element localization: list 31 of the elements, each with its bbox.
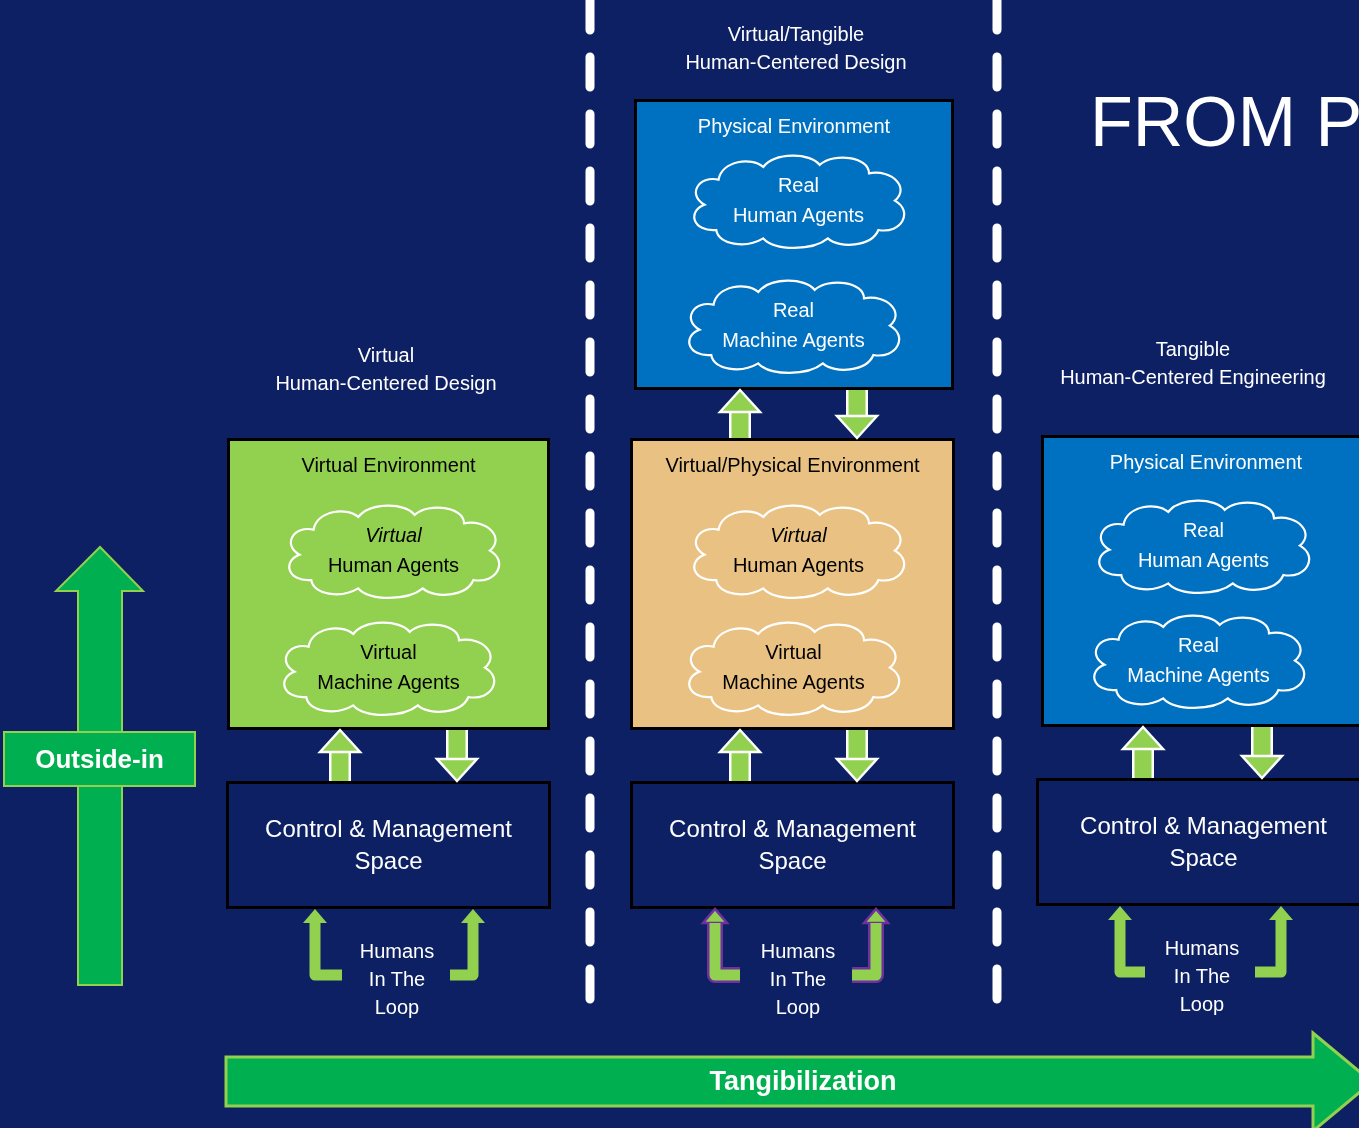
caption-text: Humans In The Loop xyxy=(760,939,836,1020)
caption-text: Humans In The Loop xyxy=(1164,936,1240,1017)
caption-text: Humans In The Loop xyxy=(359,939,435,1020)
box-label: Control & Management Space xyxy=(669,814,916,876)
panel-heading: Virtual/Physical Environment xyxy=(665,454,920,477)
cloud-label: Real Machine Agents xyxy=(1127,633,1270,688)
cloud-label: Virtual Machine Agents xyxy=(722,640,865,695)
environment-panel xyxy=(634,99,954,390)
box-label: Control & Management Space xyxy=(265,814,512,876)
cloud-label: Virtual Human Agents xyxy=(732,523,865,578)
control-space-box xyxy=(1036,778,1359,906)
cloud-label: Virtual Machine Agents xyxy=(317,640,460,695)
panel-heading: Virtual Environment xyxy=(301,454,476,477)
cloud-label: Real Human Agents xyxy=(732,173,865,228)
arrow-label-box: Outside-in xyxy=(3,731,196,787)
panel-heading: Physical Environment xyxy=(1109,451,1303,474)
environment-panel xyxy=(630,438,955,730)
arrow-label: Tangibilization xyxy=(709,1065,897,1098)
control-space-box xyxy=(630,781,955,909)
box-label: Control & Management Space xyxy=(1080,811,1327,873)
environment-panel xyxy=(227,438,550,730)
caption-text: Tangible Human-Centered Engineering xyxy=(1060,337,1326,390)
environment-panel xyxy=(1041,435,1359,727)
caption-text: Virtual Human-Centered Design xyxy=(275,343,497,396)
control-space-box xyxy=(226,781,551,909)
cloud-label: Real Machine Agents xyxy=(722,298,865,353)
panel-heading: Physical Environment xyxy=(697,115,891,138)
cloud-label: Virtual Human Agents xyxy=(327,523,460,578)
slide-title: FROM P xyxy=(1090,82,1359,162)
cloud-label: Real Human Agents xyxy=(1137,518,1270,573)
caption-text: Virtual/Tangible Human-Centered Design xyxy=(685,22,907,75)
